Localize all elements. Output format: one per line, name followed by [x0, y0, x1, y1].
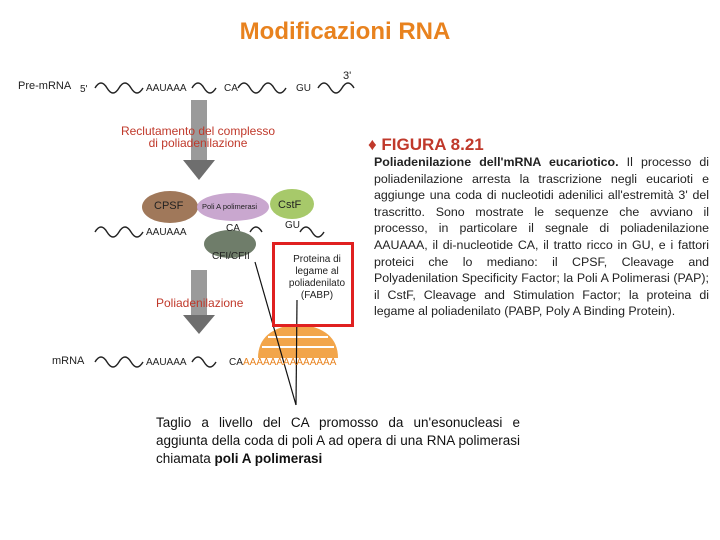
cpsf-label: CPSF [154, 200, 184, 212]
note-text: Taglio a livello del CA promosso da un'e… [156, 415, 520, 466]
figure-number: FIGURA 8.21 [381, 135, 484, 154]
aauaaa-mrna: AAUAAA [146, 357, 187, 368]
ca-mrna: CA [229, 357, 243, 368]
poly-a-polymerase-label: Poli A polimerasi [202, 202, 258, 211]
cpsf-blob [142, 191, 198, 223]
gu-top: GU [296, 83, 311, 94]
mrna-label: mRNA [52, 355, 85, 367]
three-prime-label: 3' [343, 70, 352, 82]
recruitment-step-label: Reclutamento del complesso di poliadenil… [120, 124, 276, 150]
cleavage-note: Taglio a livello del CA promosso da un'e… [156, 414, 520, 468]
pre-mrna-strand [94, 82, 355, 94]
caption-body: Il processo di poliadenilazione arresta … [374, 155, 709, 319]
pre-mrna-label: Pre-mRNA [18, 80, 72, 92]
aauaaa-top: AAUAAA [146, 83, 187, 94]
figure-heading: ♦ FIGURA 8.21 [368, 135, 484, 154]
five-prime-label: 5' [80, 84, 88, 95]
arrow-head-2 [183, 315, 215, 334]
aauaaa-bound: AAUAAA [146, 227, 187, 238]
slide-title: Modificazioni RNA [239, 18, 451, 45]
cfi-cfii-blob [204, 230, 256, 258]
arrow-shaft-1 [191, 100, 207, 160]
poly-a-tail: AAAAAAAAAAAAAA [243, 357, 337, 368]
caption-title: Poliadenilazione dell'mRNA eucariotico. [374, 155, 619, 169]
arrow-head-1 [183, 160, 215, 180]
mrna-strand [94, 356, 217, 368]
pointer-line-1 [254, 261, 297, 406]
pabp-stack [258, 324, 338, 358]
ca-bound: CA [226, 223, 240, 234]
polyadenylation-step-label: Poliadenilazione [156, 296, 244, 310]
cfi-cfii-label: CFI/CFII [212, 251, 250, 262]
figure-caption: Poliadenilazione dell'mRNA eucariotico. … [374, 154, 709, 320]
cstf-label: CstF [278, 199, 302, 211]
arrow-shaft-2 [191, 270, 207, 315]
note-bold: poli A polimerasi [214, 451, 323, 466]
pointer-line-2 [295, 299, 298, 406]
gu-bound: GU [285, 220, 300, 231]
bound-rna-strand [94, 226, 325, 238]
poly-a-polymerase-blob [197, 193, 269, 221]
ca-top: CA [224, 83, 238, 94]
cstf-blob [270, 189, 314, 219]
pabp-highlight-box [272, 242, 354, 327]
pabp-box-label: Proteina di legame al poliadenilato (FAB… [288, 254, 346, 301]
